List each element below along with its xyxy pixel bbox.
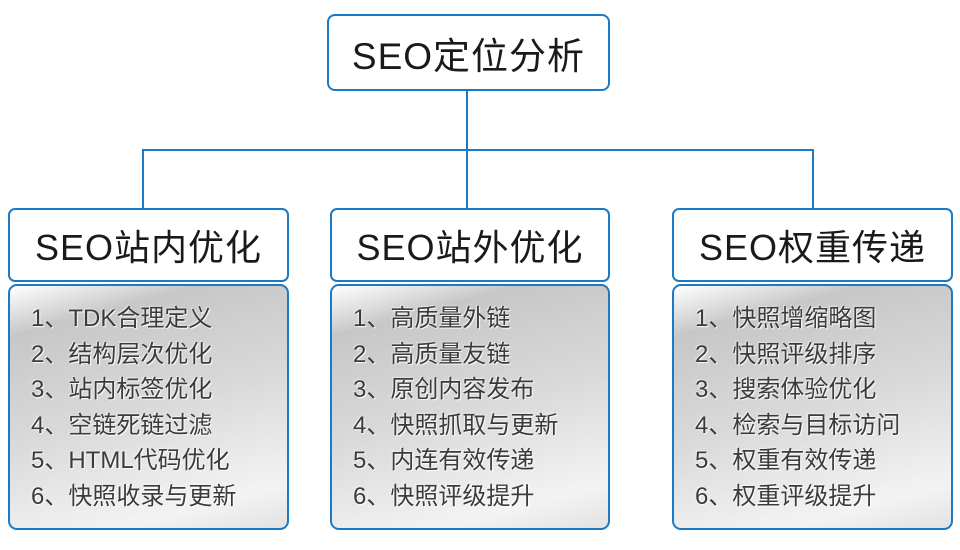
list-item: 1、TDK合理定义 xyxy=(31,305,213,332)
list-panel-weight: 1、快照增缩略图 2、快照评级排序 3、搜索体验优化 4、检索与目标访问 5、权… xyxy=(672,284,953,530)
branch-header-weight: SEO权重传递 xyxy=(672,208,953,282)
list-item: 3、原创内容发布 xyxy=(353,376,535,404)
list-item: 5、权重有效传递 xyxy=(695,447,877,475)
branch-header-offsite: SEO站外优化 xyxy=(330,208,610,282)
list-item: 1、快照增缩略图 xyxy=(695,305,877,332)
list-item: 3、搜索体验优化 xyxy=(695,376,877,404)
list-item: 2、快照评级排序 xyxy=(695,340,877,368)
list-item: 4、快照抓取与更新 xyxy=(353,411,559,439)
list-item: 4、检索与目标访问 xyxy=(695,411,901,439)
list-panel-offsite: 1、高质量外链 2、高质量友链 3、原创内容发布 4、快照抓取与更新 5、内连有… xyxy=(330,284,610,530)
list-item: 1、高质量外链 xyxy=(353,305,511,332)
list-panel-onsite: 1、TDK合理定义 2、结构层次优化 3、站内标签优化 4、空链死链过滤 5、H… xyxy=(8,284,289,530)
connector-drop-left xyxy=(142,150,144,208)
list-item: 5、内连有效传递 xyxy=(353,447,535,475)
connector-root-vertical xyxy=(466,91,468,150)
list-item: 3、站内标签优化 xyxy=(31,376,213,404)
list-item: 6、快照评级提升 xyxy=(353,482,535,510)
root-node-title: SEO定位分析 xyxy=(351,35,586,77)
list-item: 2、高质量友链 xyxy=(353,340,511,368)
list-item: 6、快照收录与更新 xyxy=(31,482,237,510)
connector-drop-middle xyxy=(466,150,468,208)
list-item: 2、结构层次优化 xyxy=(31,340,213,368)
list-item: 5、HTML代码优化 xyxy=(31,447,230,475)
branch-header-onsite: SEO站内优化 xyxy=(8,208,289,282)
connector-horizontal xyxy=(142,149,814,151)
root-node-seo-positioning: SEO定位分析 xyxy=(327,14,610,91)
branch-title: SEO站外优化 xyxy=(356,227,584,268)
list-item: 6、权重评级提升 xyxy=(695,482,877,510)
branch-title: SEO权重传递 xyxy=(698,227,927,268)
branch-title: SEO站内优化 xyxy=(34,227,263,268)
connector-drop-right xyxy=(812,150,814,208)
list-item: 4、空链死链过滤 xyxy=(31,411,213,439)
